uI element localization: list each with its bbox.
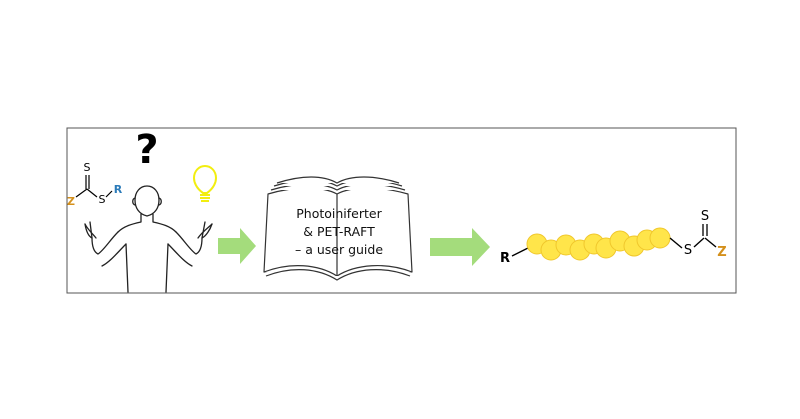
polymer-s-top: S <box>701 209 709 224</box>
raft-agent-r: R <box>114 183 123 196</box>
open-book-icon <box>263 176 413 281</box>
raft-agent-z: Z <box>67 195 75 208</box>
book-title-line-3: – a user guide <box>294 242 384 257</box>
question-mark: ? <box>135 127 158 173</box>
book-title-line-1: Photoiniferter <box>296 206 382 221</box>
polymer-beads <box>526 227 671 261</box>
polymer-r: R <box>500 251 510 266</box>
book-title: Photoiniferter & PET-RAFT – a user guide <box>283 205 395 259</box>
raft-agent-s-top: S <box>84 161 91 174</box>
polymer-z: Z <box>717 245 726 260</box>
arrow-1-icon <box>218 228 256 264</box>
person-icon <box>84 185 213 293</box>
monomer-bead <box>649 227 671 249</box>
polymer-chain: R S S Z <box>500 209 727 266</box>
raft-agent-structure: S Z S R <box>67 161 123 208</box>
raft-agent-s-mid: S <box>99 193 106 206</box>
book-title-line-2: & PET-RAFT <box>303 224 375 239</box>
arrow-2-icon <box>430 228 490 266</box>
polymer-s-link: S <box>684 243 692 258</box>
lightbulb-icon <box>192 164 218 202</box>
